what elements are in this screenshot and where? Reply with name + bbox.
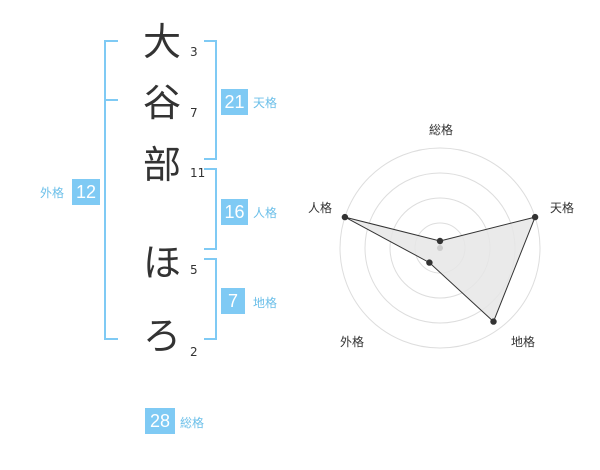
name-char-3: 部	[142, 143, 181, 187]
name-char-4: ほ	[142, 241, 181, 285]
jinkaku-bracket-top	[204, 168, 217, 170]
tenkaku-bracket	[215, 40, 217, 160]
stroke-count-2: 7	[190, 106, 198, 120]
radar-ring	[339, 147, 541, 349]
gaikaku-bracket	[104, 40, 106, 340]
jinkaku-bracket	[215, 168, 217, 250]
chikaku-label: 地格	[253, 296, 278, 310]
radar-point-tenkaku	[531, 213, 539, 221]
radar-label-soukaku: 総格	[429, 122, 453, 137]
jinkaku-bracket-bottom	[204, 248, 217, 250]
stroke-count-1: 3	[190, 45, 198, 59]
chikaku-bracket-bottom	[204, 338, 217, 340]
gaikaku-value: 12	[72, 179, 100, 205]
gaikaku-bracket-top	[104, 40, 118, 42]
radar-label-gaikaku: 外格	[340, 334, 364, 349]
radar-point-gaikaku	[426, 259, 433, 266]
radar-point-soukaku	[436, 237, 444, 245]
chikaku-value: 7	[221, 288, 245, 314]
name-char-1: 大	[142, 20, 181, 64]
soukaku-label: 総格	[180, 416, 205, 430]
jinkaku-label: 人格	[253, 206, 278, 220]
radar-points	[341, 213, 539, 325]
radar-center-dot	[437, 245, 443, 251]
stroke-count-3: 11	[190, 166, 206, 180]
stroke-count-4: 5	[190, 263, 198, 277]
soukaku-value: 28	[145, 408, 175, 434]
tenkaku-label: 天格	[253, 96, 278, 110]
tenkaku-value: 21	[221, 89, 248, 115]
radar-point-jinkaku	[341, 213, 349, 221]
radar-label-tenkaku: 天格	[550, 200, 574, 215]
tenkaku-bracket-bottom	[204, 158, 217, 160]
radar-point-chikaku	[490, 318, 497, 325]
gaikaku-bracket-mid	[104, 99, 118, 101]
radar-polygon	[344, 216, 536, 323]
stroke-count-5: 2	[190, 345, 198, 359]
chikaku-bracket-top	[204, 258, 217, 260]
radar-label-chikaku: 地格	[511, 334, 535, 349]
jinkaku-value: 16	[221, 199, 248, 225]
chikaku-bracket	[215, 258, 217, 340]
gaikaku-label: 外格	[40, 186, 65, 200]
gaikaku-bracket-bottom	[104, 338, 118, 340]
name-char-2: 谷	[142, 81, 181, 125]
tenkaku-bracket-top	[204, 40, 217, 42]
radar-label-jinkaku: 人格	[308, 200, 332, 215]
name-char-5: ろ	[142, 314, 181, 358]
